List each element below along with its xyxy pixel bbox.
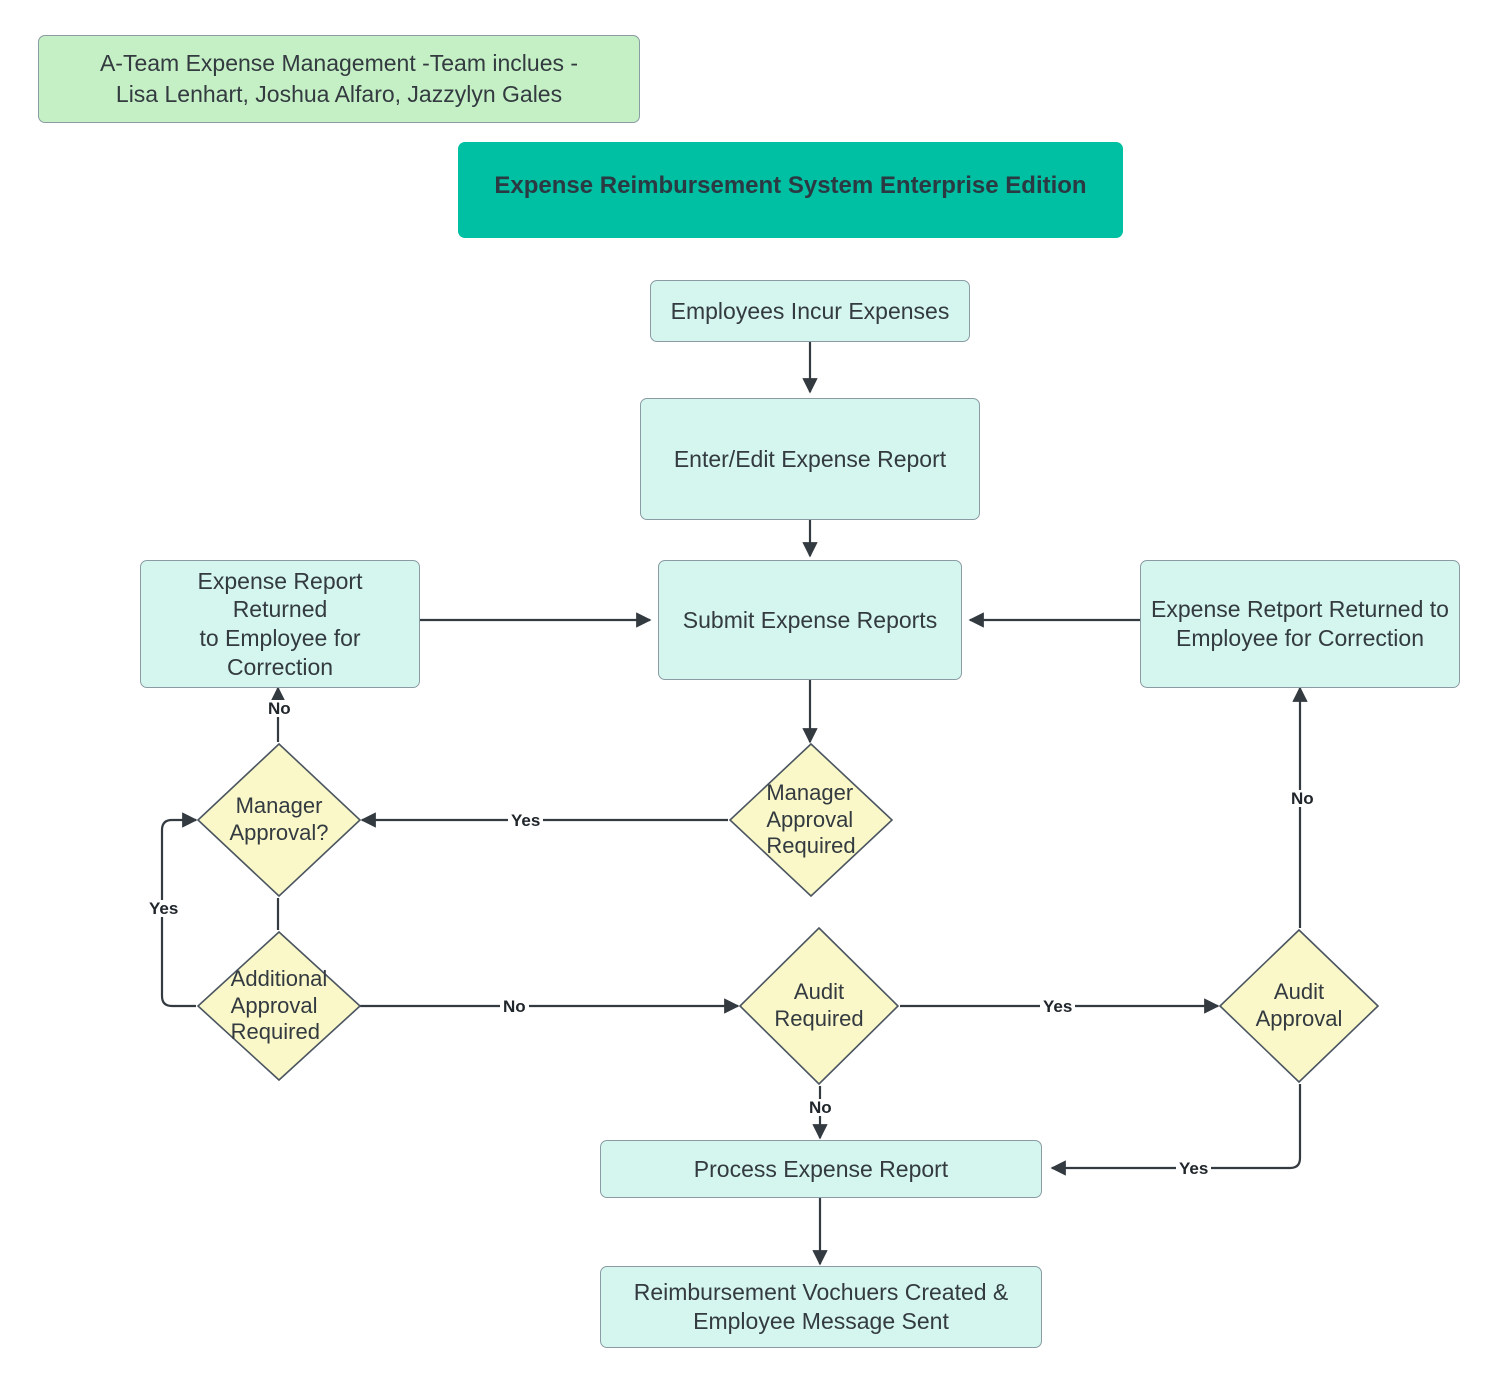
team-note-line-1: A-Team Expense Management -Team inclues … <box>99 49 579 76</box>
node-manager-approval-question[interactable]: Manager Approval? <box>196 742 362 898</box>
node-label: Manager Approval Required <box>766 779 856 859</box>
edge-label-additional-yes: Yes <box>146 900 182 917</box>
edge-label-audit-approval-yes: Yes <box>1176 1160 1212 1177</box>
node-label: Additional Approval Required <box>230 965 328 1045</box>
edge-label-audit-required-yes: Yes <box>1040 998 1076 1015</box>
node-reimbursement-vouchers-created[interactable]: Reimbursement Vochuers Created & Employe… <box>600 1266 1042 1348</box>
team-note-line-2: Lisa Lenhart, Joshua Alfaro, Jazzylyn Ga… <box>115 81 563 107</box>
diamond-shape <box>196 930 362 1082</box>
node-label-line-2: to Employee for Correction <box>199 625 361 680</box>
node-label: Audit Approval <box>1255 979 1343 1031</box>
node-label: Submit Expense Reports <box>682 606 938 633</box>
node-label: Audit Required <box>774 979 864 1031</box>
node-label: Manager Approval? <box>229 793 329 845</box>
system-title-text: Expense Reimbursement System Enterprise … <box>494 172 1087 199</box>
team-note: A-Team Expense Management -Team inclues … <box>38 35 640 123</box>
node-expense-report-returned-left[interactable]: Expense Report Returned to Employee for … <box>140 560 420 688</box>
node-submit-expense-reports[interactable]: Submit Expense Reports <box>658 560 962 680</box>
node-audit-required[interactable]: Audit Required <box>738 926 900 1086</box>
diamond-shape <box>196 742 362 898</box>
node-audit-approval[interactable]: Audit Approval <box>1218 928 1380 1084</box>
node-enter-edit-expense-report[interactable]: Enter/Edit Expense Report <box>640 398 980 520</box>
node-expense-report-returned-right[interactable]: Expense Retport Returned to Employee for… <box>1140 560 1460 688</box>
diamond-shape <box>728 742 894 898</box>
node-additional-approval-required[interactable]: Additional Approval Required <box>196 930 362 1082</box>
edge-label-audit-approval-no: No <box>1288 790 1317 807</box>
node-label: Enter/Edit Expense Report <box>673 445 947 472</box>
edge-auditapproval-yes-to-process <box>1050 1084 1302 1176</box>
edge-label-manager-question-no: No <box>265 700 294 717</box>
diamond-shape <box>1218 928 1380 1084</box>
node-process-expense-report[interactable]: Process Expense Report <box>600 1140 1042 1198</box>
edge-label-manager-required-yes: Yes <box>508 812 544 829</box>
node-label: Process Expense Report <box>693 1155 949 1182</box>
node-label-line-1: Expense Retport Returned to <box>1151 596 1449 623</box>
system-title-banner: Expense Reimbursement System Enterprise … <box>458 142 1123 238</box>
edge-label-additional-no: No <box>500 998 529 1015</box>
node-label: Employees Incur Expenses <box>670 297 950 324</box>
node-employees-incur-expenses[interactable]: Employees Incur Expenses <box>650 280 970 342</box>
diamond-shape <box>738 926 900 1086</box>
node-label-line-1: Reimbursement Vochuers Created & <box>633 1279 1009 1306</box>
node-manager-approval-required[interactable]: Manager Approval Required <box>728 742 894 898</box>
node-label-line-1: Expense Report Returned <box>197 567 363 623</box>
node-label-line-2: Employee Message Sent <box>693 1308 949 1334</box>
edge-label-audit-required-no: No <box>806 1099 835 1116</box>
node-label-line-2: Employee for Correction <box>1176 625 1424 651</box>
